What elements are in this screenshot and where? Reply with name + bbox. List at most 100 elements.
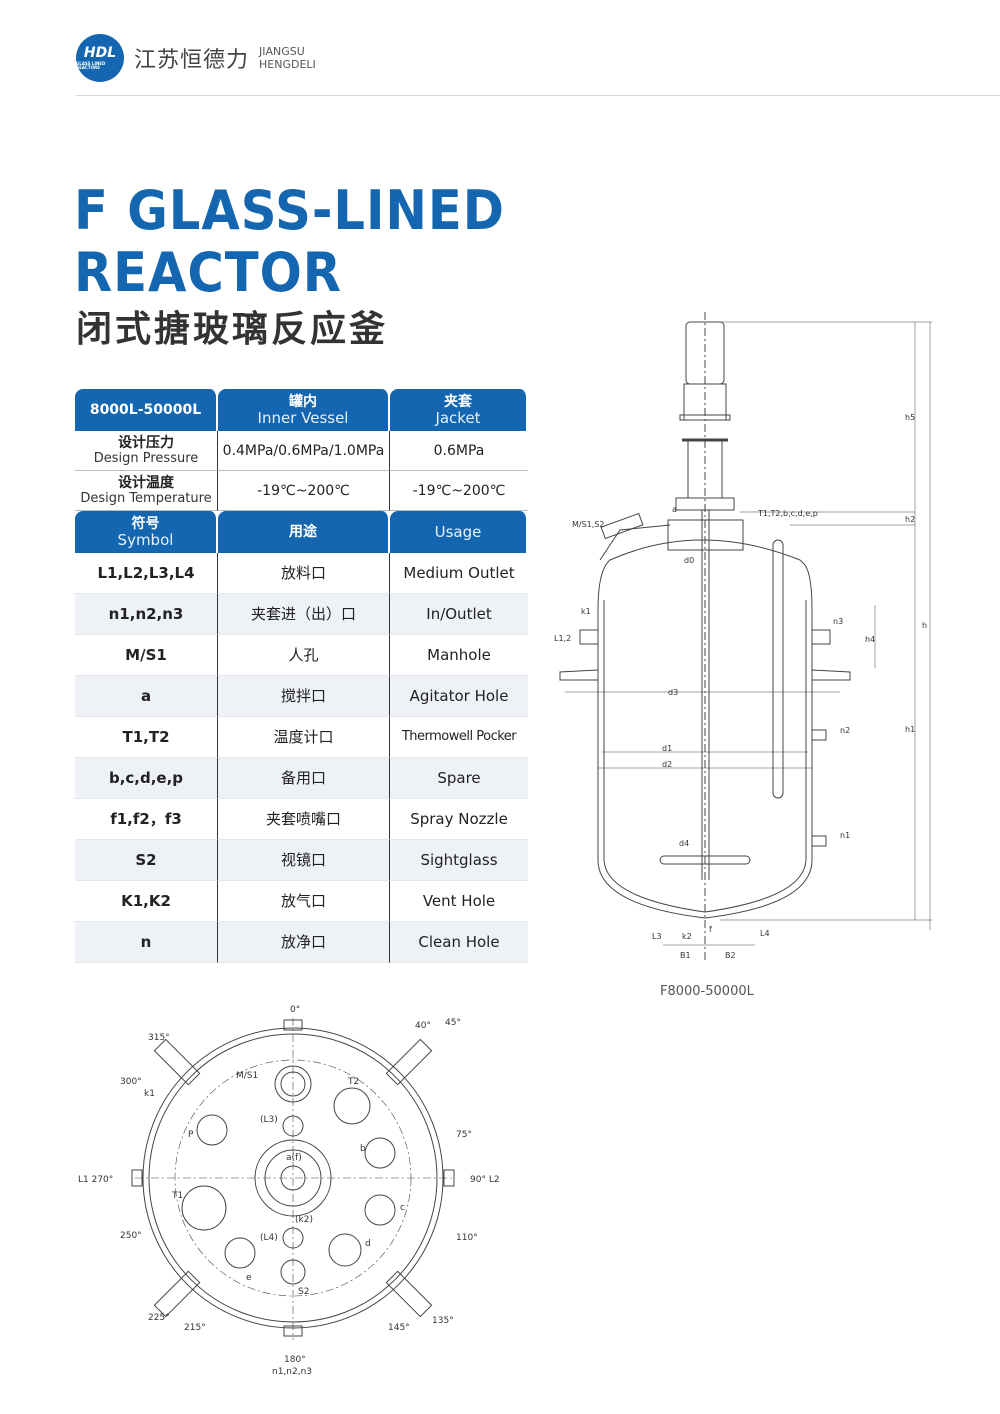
nozzle-symbol: M/S1 — [75, 635, 218, 676]
spec-inner: 0.4MPa/0.6MPa/1.0MPa — [218, 431, 390, 471]
nozzle-use-cn: 放气口 — [218, 881, 390, 922]
title-line1: F GLASS-LINED — [74, 179, 505, 242]
nozzle-use-en: Medium Outlet — [390, 553, 528, 594]
jacket-en: Jacket — [435, 409, 481, 427]
label-ms: M/S1 — [236, 1071, 258, 1081]
use-cn-header: 用途 — [218, 511, 390, 553]
use-cn: 用途 — [289, 524, 317, 540]
label-315: 315° — [148, 1033, 170, 1043]
label-t: T1,T2,b,c,d,e,p — [757, 509, 818, 518]
label-300: 300° — [120, 1077, 142, 1087]
nozzle-use-cn: 搅拌口 — [218, 676, 390, 717]
nozzle-use-cn: 放净口 — [218, 922, 390, 963]
label-k1: k1 — [144, 1089, 155, 1099]
top-view-drawing: 0° 315° 300° k1 M/S1 T2 40° 45° (L3) P 7… — [78, 1005, 500, 1377]
label-k2: (k2) — [295, 1215, 313, 1225]
label-t1: T1 — [171, 1191, 183, 1201]
label-l3: (L3) — [260, 1115, 278, 1125]
label-b2: B2 — [725, 951, 736, 960]
inner-cn: 罐内 — [289, 394, 317, 410]
label-k1: k1 — [581, 607, 591, 616]
label-n3: n3 — [833, 617, 843, 626]
label-af: a(f) — [286, 1153, 302, 1163]
label-250: 250° — [120, 1231, 142, 1241]
symbol-en: Symbol — [117, 531, 174, 549]
spec-label-en: Design Temperature — [80, 490, 212, 506]
brand-name-cn: 江苏恒德力 — [134, 48, 250, 73]
label-b1: B1 — [680, 951, 691, 960]
inner-en: Inner Vessel — [257, 409, 349, 427]
side-view-drawing: M/S1,S2 a T1,T2,b,c,d,e,p d0 k1 L1,2 n3 … — [554, 312, 932, 960]
spec-inner: -19℃~200℃ — [218, 471, 390, 511]
label-l3: L3 — [652, 932, 662, 941]
label-d1: d1 — [662, 744, 672, 753]
label-a: a — [672, 505, 677, 514]
title-line2: REACTOR — [74, 241, 342, 304]
label-0: 0° — [290, 1005, 300, 1015]
label-c: c — [400, 1203, 405, 1213]
spec-label-cn: 设计压力 — [118, 434, 174, 451]
nozzle-use-en: In/Outlet — [390, 594, 528, 635]
label-40: 40° — [415, 1021, 431, 1031]
label-s2: S2 — [298, 1287, 309, 1297]
nozzle-symbol: n — [75, 922, 218, 963]
nozzle-use-en: Clean Hole — [390, 922, 528, 963]
nozzle-symbol: a — [75, 676, 218, 717]
label-t2: T2 — [347, 1077, 359, 1087]
nozzle-use-en: Thermowell Pocker — [390, 717, 528, 758]
label-ms: M/S1,S2 — [572, 520, 604, 529]
label-h2: h2 — [905, 515, 915, 524]
spec-label-en: Design Pressure — [93, 450, 199, 466]
use-en: Usage — [434, 522, 482, 541]
nozzle-symbol: T1,T2 — [75, 717, 218, 758]
page-subtitle-cn: 闭式搪玻璃反应釜 — [76, 309, 389, 350]
nozzle-use-cn: 放料口 — [218, 553, 390, 594]
nozzle-symbol: L1,L2,L3,L4 — [75, 553, 218, 594]
label-145: 145° — [388, 1323, 410, 1333]
label-d4: d4 — [679, 839, 689, 848]
spec-jacket: 0.6MPa — [390, 431, 528, 471]
label-l2: 90° L2 — [470, 1175, 500, 1185]
nozzle-use-cn: 视镜口 — [218, 840, 390, 881]
label-d0: d0 — [684, 556, 694, 565]
label-d: d — [365, 1239, 371, 1249]
label-215: 215° — [184, 1323, 206, 1333]
header-divider — [76, 95, 1000, 96]
brand-en-2: HENGDELI — [259, 58, 316, 71]
label-h: h — [922, 621, 927, 630]
nozzle-use-en: Spare — [390, 758, 528, 799]
label-180: 180° — [284, 1355, 306, 1365]
use-en-header: Usage — [390, 511, 528, 553]
range-header: 8000L-50000L — [75, 389, 218, 431]
symbol-cn: 符号 — [131, 516, 160, 532]
nozzle-use-en: Manhole — [390, 635, 528, 676]
nozzle-symbol: b,c,d,e,p — [75, 758, 218, 799]
label-135: 135° — [432, 1316, 454, 1326]
logo-sub: GLASS LINED REACTORS — [76, 61, 106, 70]
label-l4: L4 — [760, 929, 770, 938]
nozzle-use-en: Agitator Hole — [390, 676, 528, 717]
brand-en-1: JIANGSU — [259, 45, 305, 58]
nozzle-use-cn: 温度计口 — [218, 717, 390, 758]
label-h5: h5 — [905, 413, 915, 422]
nozzle-use-cn: 夹套进（出）口 — [218, 594, 390, 635]
label-n1: n1 — [840, 831, 850, 840]
label-e: e — [246, 1273, 252, 1283]
